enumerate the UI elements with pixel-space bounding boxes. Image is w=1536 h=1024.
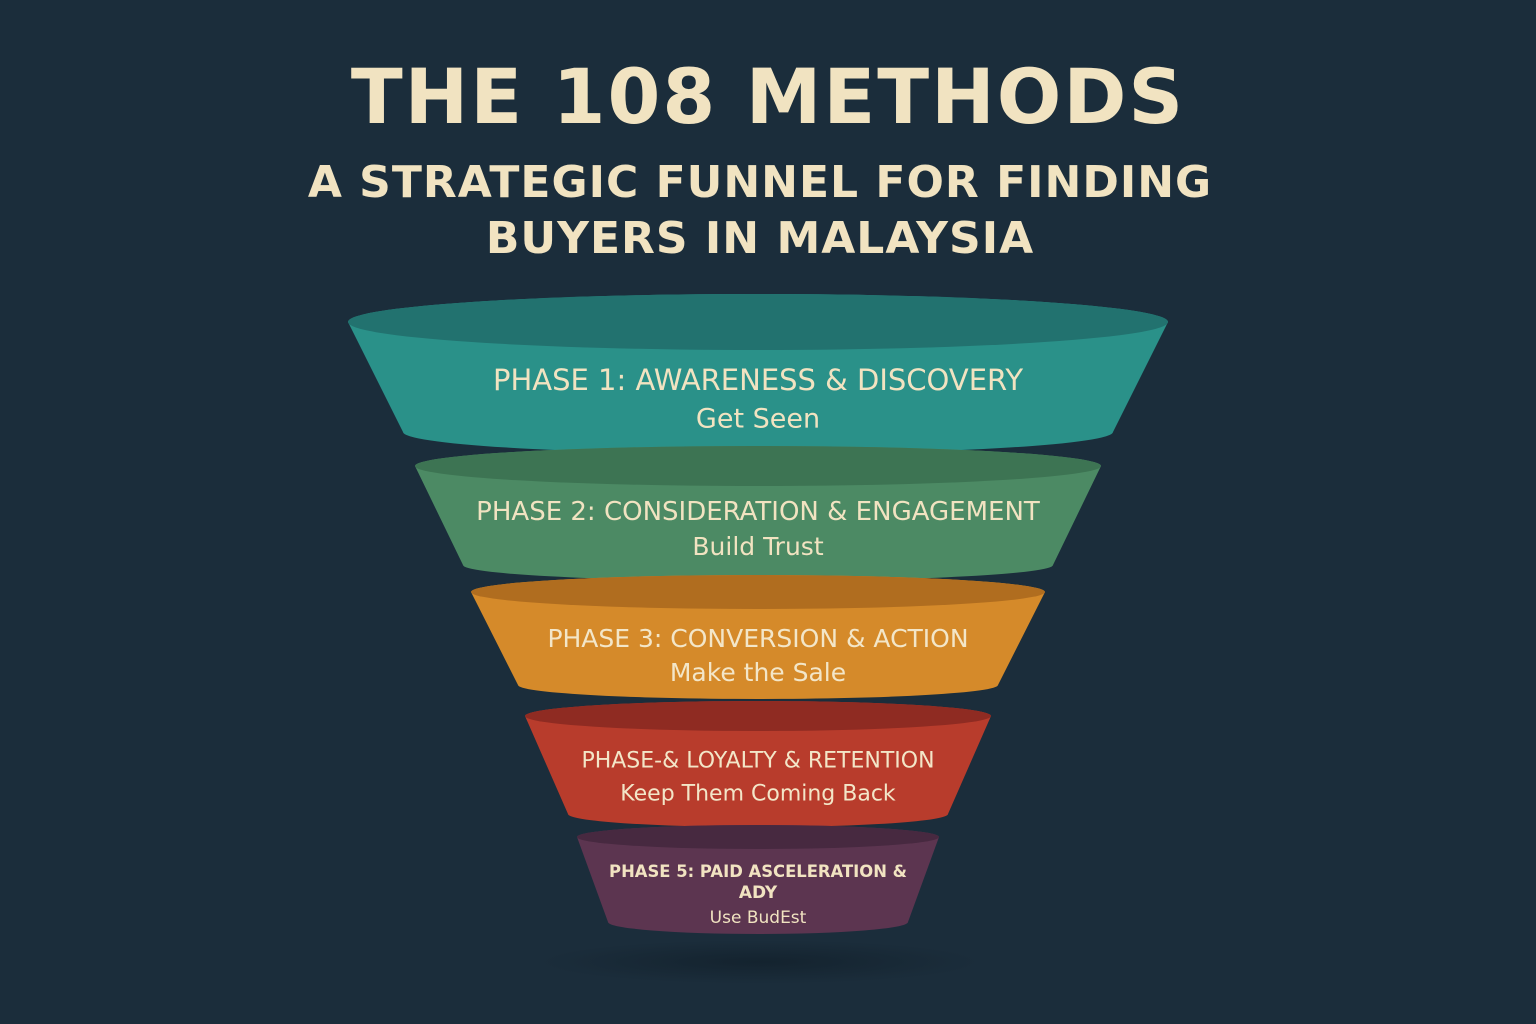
funnel-stage-2-subtitle: Build Trust [692, 532, 823, 561]
funnel-stage-1-title: PHASE 1: AWARENESS & DISCOVERY [493, 363, 1023, 397]
funnel-stage-4: PHASE-& LOYALTY & RETENTION Keep Them Com… [525, 701, 991, 827]
funnel-stage-1-rim [348, 294, 1168, 350]
page-subtitle: A STRATEGIC FUNNEL FOR FINDING BUYERS IN… [307, 157, 1213, 264]
funnel-stage-2-rim [415, 446, 1101, 486]
funnel-shadow [540, 940, 980, 984]
funnel-stage-5-subtitle: Use BudEst [710, 908, 807, 928]
funnel-stage-5: PHASE 5: PAID ASCELERATION &ADY Use BudEs… [577, 825, 939, 934]
funnel-stage-2: PHASE 2: CONSIDERATION & ENGAGEMENT Build… [415, 446, 1101, 581]
funnel-stage-4-title: PHASE-& LOYALTY & RETENTION [581, 749, 934, 774]
funnel-stage-4-rim [525, 701, 991, 731]
funnel-stage-3: PHASE 3: CONVERSION & ACTION Make the Sal… [471, 575, 1045, 699]
funnel-stage-2-title: PHASE 2: CONSIDERATION & ENGAGEMENT [476, 497, 1040, 527]
funnel-stage-1-subtitle: Get Seen [696, 403, 820, 434]
funnel-stage-5-body [577, 825, 939, 934]
funnel-stage-5-title: PHASE 5: PAID ASCELERATION & [609, 862, 907, 882]
funnel-stage-4-body [525, 701, 991, 827]
funnel-stage-3-subtitle: Make the Sale [670, 658, 846, 687]
funnel-stage-5-rim [577, 825, 939, 849]
funnel-stage-3-rim [471, 575, 1045, 609]
funnel-stage-4-subtitle: Keep Them Coming Back [620, 782, 896, 807]
page-title: THE 108 METHODS [350, 52, 1186, 141]
funnel-stage-3-title: PHASE 3: CONVERSION & ACTION [547, 624, 968, 653]
funnel-stage-5-title-line2: ADY [739, 883, 778, 903]
funnel-stage-1: PHASE 1: AWARENESS & DISCOVERY Get Seen [348, 294, 1168, 454]
